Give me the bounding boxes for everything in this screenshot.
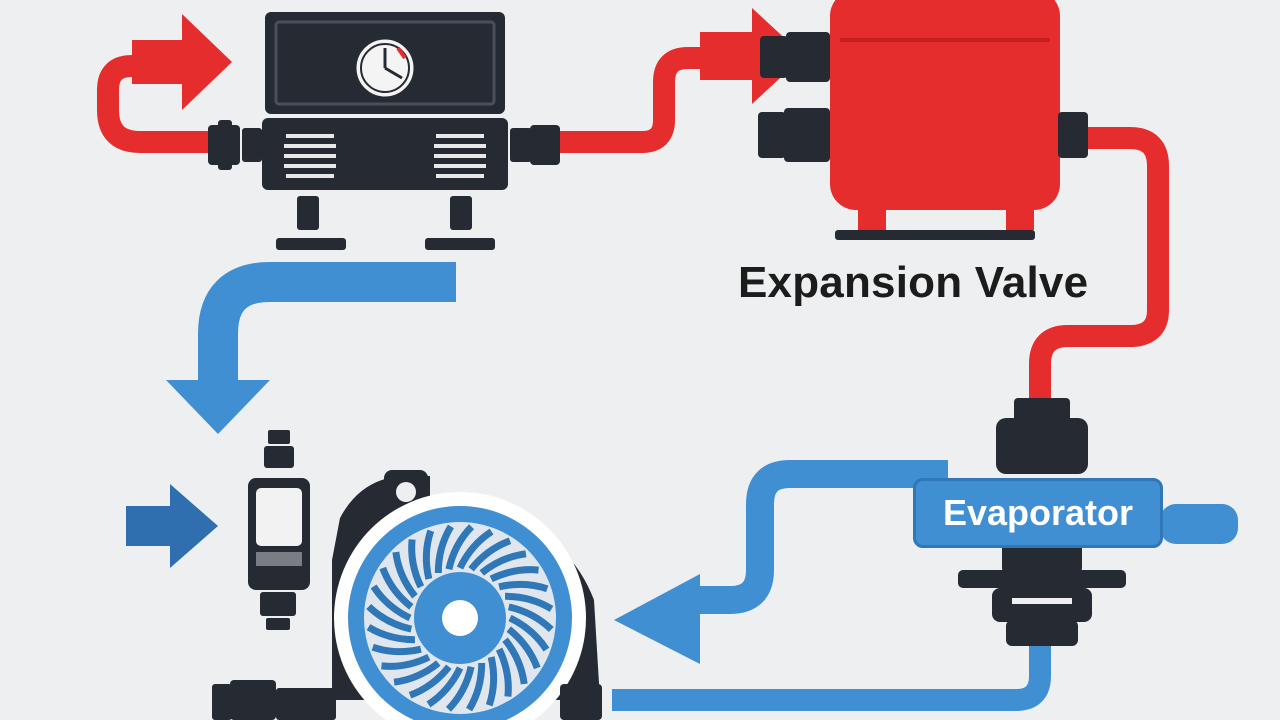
fan-blade (445, 665, 475, 712)
fan-blade (434, 524, 454, 573)
blue-line-to-fan (198, 262, 456, 380)
red-arrow-to-condenser (700, 8, 804, 104)
blue-stub-right (1160, 504, 1238, 544)
fan-blade (370, 584, 412, 622)
fan-blade (366, 603, 413, 633)
gauge-icon (353, 36, 417, 100)
fan-blade (392, 551, 418, 599)
fan-blade (508, 614, 550, 652)
fan-blade (371, 643, 422, 656)
fan-pump-assembly (212, 430, 602, 720)
bottom-fitting (212, 680, 602, 720)
vent-left (284, 134, 336, 178)
vent-right (434, 134, 486, 178)
fan-blade (393, 660, 441, 686)
tank-port-upper (760, 32, 830, 82)
condenser-tank (758, 0, 1088, 240)
blue-arrow-to-fan (614, 574, 700, 664)
blue-line-from-evaporator (690, 460, 948, 614)
fan-blade (422, 529, 435, 580)
blue-inlet-arrow (126, 484, 218, 568)
tank-port-right (1058, 112, 1088, 158)
evaporator-valve (958, 398, 1126, 646)
fan-blade (408, 539, 425, 589)
fan-blade (498, 580, 549, 593)
fan-blade (445, 524, 475, 571)
fan-blade (489, 566, 539, 583)
fan-blade (466, 663, 486, 712)
fan-blade (495, 647, 512, 697)
fan-blade (381, 653, 431, 670)
expansion-valve-label: Expansion Valve (738, 258, 1089, 307)
fan-blade (505, 592, 554, 612)
compressor-unit (208, 12, 560, 250)
compressor-left-port (208, 120, 262, 170)
fan-blade (506, 626, 541, 670)
evaporator-label: Evaporator (913, 478, 1163, 548)
fan-icon (334, 492, 586, 720)
red-line-to-condenser (558, 47, 716, 153)
fan-blade (507, 603, 554, 633)
fan-blade (485, 656, 498, 707)
compressor-right-port (510, 125, 560, 165)
side-valve (248, 430, 310, 630)
fan-blade (479, 550, 527, 576)
blue-arrow-down (166, 380, 270, 434)
red-line-to-evaporator (1029, 127, 1169, 402)
compressor-feet (276, 196, 495, 250)
fan-blade (366, 624, 415, 644)
fan-blade (456, 528, 494, 570)
fan-blade (502, 637, 528, 685)
fan-blade (468, 537, 512, 572)
blue-bottom-return (612, 636, 1051, 711)
fan-blade (379, 566, 414, 610)
red-inlet-arrow (132, 14, 232, 110)
red-inlet-loop (97, 55, 215, 153)
fan-blade (408, 664, 452, 699)
tank-port-lower (758, 108, 830, 162)
fan-blade (426, 666, 464, 708)
